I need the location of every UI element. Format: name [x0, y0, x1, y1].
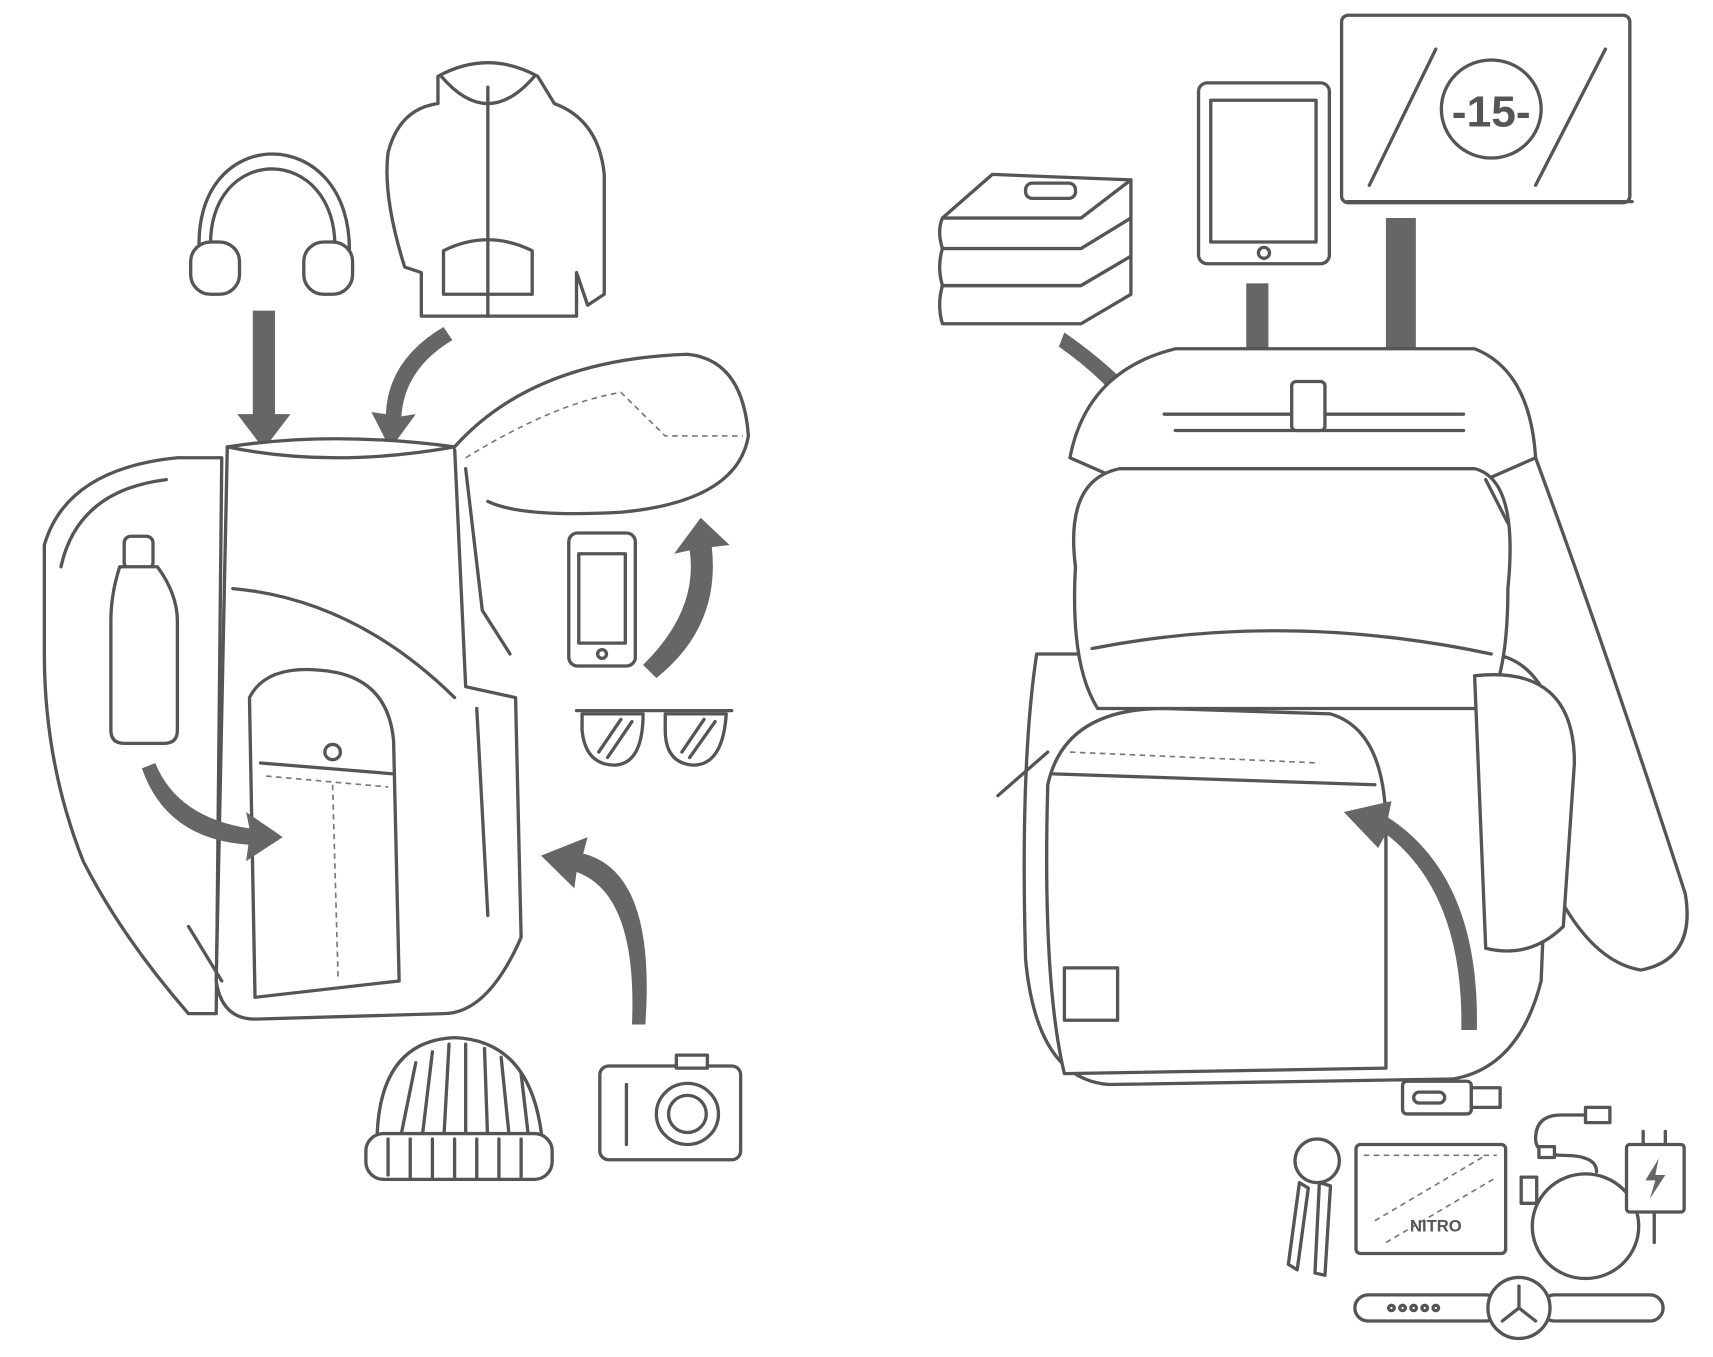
usb-stick-icon: [1400, 1079, 1502, 1116]
left-backpack: [42, 352, 751, 1021]
arrow-curved-icon: [541, 837, 647, 1025]
beanie-icon: [364, 1036, 554, 1181]
right-backpack: [996, 347, 1689, 1087]
arrow-curved-icon: [371, 326, 453, 450]
wallet-icon: NITRO: [1354, 1142, 1508, 1256]
watch-icon: [1353, 1275, 1665, 1341]
arrow-curved-icon: [141, 762, 283, 862]
arrow-curved-icon: [1343, 801, 1477, 1031]
tablet-icon: [1196, 81, 1332, 266]
arrow-down-icon: [1365, 217, 1433, 387]
cable-icon: [1519, 1105, 1641, 1281]
sunglasses-icon: [574, 709, 734, 767]
water-bottle-icon: [109, 534, 180, 745]
arrow-curved-icon: [643, 517, 730, 678]
keys-icon: [1286, 1137, 1342, 1277]
charger-icon: [1624, 1129, 1686, 1245]
phone-icon: [567, 531, 637, 668]
books-icon: [937, 172, 1133, 326]
laptop-label: -15-: [1452, 88, 1531, 137]
headphones-icon: [189, 152, 355, 296]
arrow-down-icon: [237, 310, 291, 450]
hoodie-icon: [385, 61, 606, 318]
laptop-icon: -15-: [1339, 13, 1634, 205]
wallet-brand: NITRO: [1410, 1218, 1462, 1236]
camera-icon: [598, 1053, 743, 1162]
